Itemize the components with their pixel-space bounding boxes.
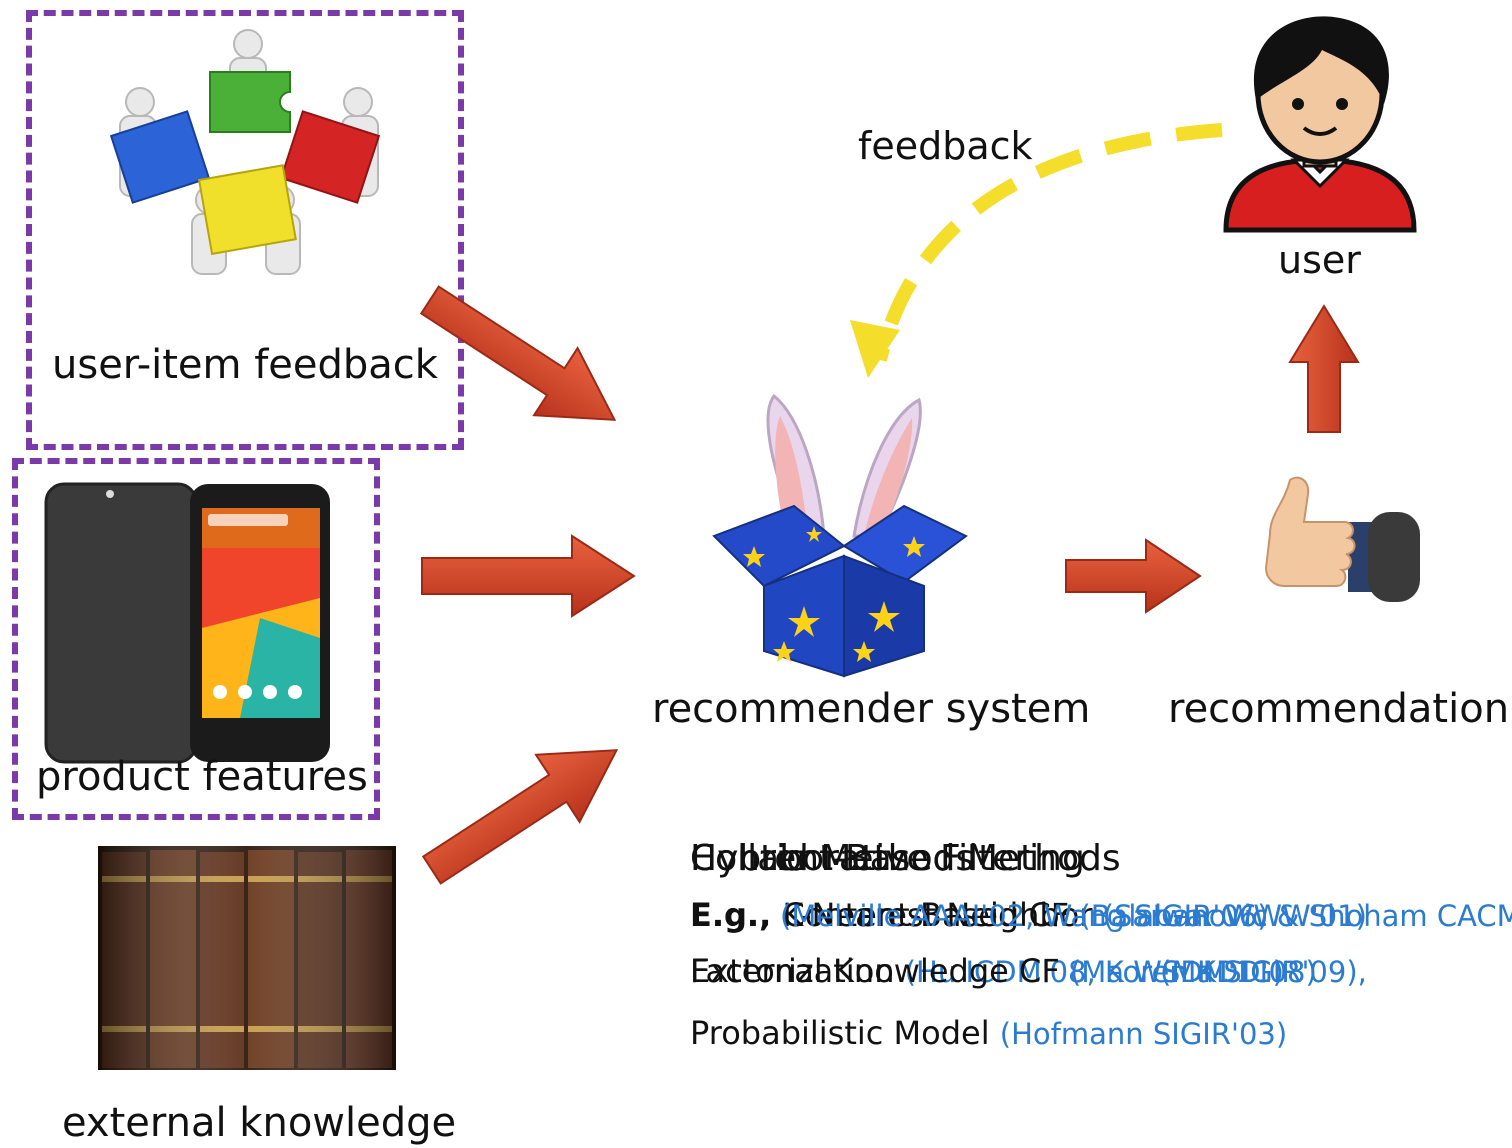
methods-eg-line: E.g., Content-Based CF (Balabanovic & Sh… [690, 896, 1512, 934]
methods-title: Collaborative Filtering [690, 838, 1085, 879]
method-name: K-Nearest Neighbor [782, 896, 1093, 934]
methods-title: Content-Based Methods [690, 838, 1121, 879]
smartphone-icon [44, 482, 330, 764]
method-ref: (Ma SIGIR'09), [1160, 955, 1367, 989]
recommender-system-label: recommender system [652, 686, 1091, 732]
magic-box-icon [712, 393, 968, 678]
product-features-box [12, 458, 380, 820]
puzzle-people-icon [109, 29, 381, 275]
user-item-feedback-box [26, 10, 464, 450]
eg-prefix: E.g., [690, 896, 783, 934]
method-ref: (Hu ICDM'08, Koren KDD'08) [904, 955, 1317, 989]
method-ref: (Ma WSDM'11) [1069, 955, 1284, 989]
methods-row2-line: External Knowledge CF (Ma WSDM'11) [690, 952, 1284, 990]
product-features-label: product features [36, 754, 368, 800]
method-name: Probabilistic Model [690, 1014, 990, 1052]
feedback-label: feedback [858, 124, 1033, 168]
user-item-feedback-label: user-item feedback [52, 342, 438, 388]
method-ref: (Melville AAAI'02, Wang SIGIR'06) [780, 899, 1269, 933]
thumbs-up-icon [1264, 476, 1420, 602]
method-ref: (Hofmann SIGIR'03) [999, 1017, 1288, 1051]
methods-title: Hybrid Methods [690, 838, 975, 879]
method-name: Content-Based CF [782, 896, 1070, 934]
method-name: Factorization [690, 952, 895, 990]
eg-prefix: E.g., [690, 896, 783, 934]
methods-row2-line: (Ma SIGIR'09), [1160, 952, 1367, 990]
user-avatar-icon [1223, 16, 1417, 233]
methods-row3-line: Probabilistic Model (Hofmann SIGIR'03) [690, 1014, 1287, 1052]
method-ref: (Sarwar WWW'01) [1102, 899, 1367, 933]
methods-row2-line: Factorization (Hu ICDM'08, Koren KDD'08) [690, 952, 1317, 990]
methods-eg-line: (Melville AAAI'02, Wang SIGIR'06) [780, 896, 1269, 934]
books-icon [98, 846, 396, 1070]
method-name: External Knowledge CF [690, 952, 1060, 990]
method-ref: (Balabanovic & Shoham CACM'97) [1079, 899, 1512, 933]
external-knowledge-label: external knowledge [62, 1100, 457, 1146]
user-label: user [1278, 238, 1361, 282]
recommendation-label: recommendation [1168, 686, 1510, 732]
methods-eg-line: E.g., K-Nearest Neighbor (Sarwar WWW'01) [690, 896, 1367, 934]
